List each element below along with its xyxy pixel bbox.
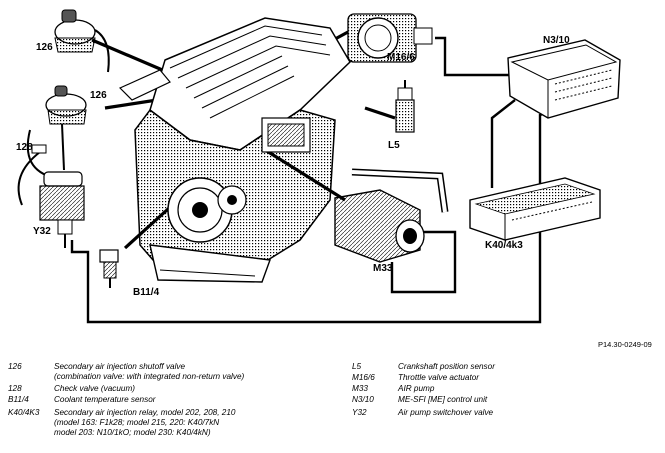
legend-desc: Throttle valve actuator xyxy=(398,373,480,382)
relay-module-k40-4k3 xyxy=(469,177,601,241)
legend-code: B11/4 xyxy=(8,395,29,404)
legend-desc: Secondary air injection relay, model 202… xyxy=(54,408,236,417)
callout-k40-4k3: K40/4k3 xyxy=(485,240,523,251)
legend-desc: ME-SFI [ME] control unit xyxy=(398,395,488,404)
legend-code: M16/6 xyxy=(352,373,375,382)
legend-code: K40/4K3 xyxy=(8,408,40,417)
engine-diagram: 126 126 128 Y32 B11/4 M16/6 N3/10 L5 K40… xyxy=(16,9,652,349)
throttle-actuator-m16-6 xyxy=(347,13,433,63)
engine-block xyxy=(118,17,351,283)
legend-code: 126 xyxy=(8,362,22,371)
callout-y32: Y32 xyxy=(33,226,51,237)
callout-l5: L5 xyxy=(388,140,400,151)
diagram-drawing xyxy=(17,9,621,324)
legend-desc: (combination valve: with integrated non-… xyxy=(54,372,245,381)
valve-126-middle xyxy=(26,85,87,179)
callout-n3-10: N3/10 xyxy=(543,35,570,46)
valve-126-top xyxy=(54,9,110,73)
crankshaft-sensor-l5 xyxy=(395,80,415,133)
legend-code: L5 xyxy=(352,362,362,371)
legend-desc: Check valve (vacuum) xyxy=(54,384,135,393)
figure-reference: P14.30-0249-09 xyxy=(598,340,652,349)
legend-desc: Secondary air injection shutoff valve xyxy=(54,362,186,371)
legend-desc: Coolant temperature sensor xyxy=(54,395,156,404)
legend-desc: model 203: N10/1kO; model 230: K40/4kN) xyxy=(54,428,211,437)
legend-desc: Air pump switchover valve xyxy=(398,408,494,417)
callout-126-middle: 126 xyxy=(90,90,107,101)
legend-desc: AIR pump xyxy=(398,384,435,393)
legend-code: Y32 xyxy=(352,408,367,417)
air-pump-m33 xyxy=(334,189,425,263)
legend: 126 Secondary air injection shutoff valv… xyxy=(0,362,665,453)
callout-b11-4: B11/4 xyxy=(133,287,160,298)
legend-desc: (model 163: F1k28; model 215, 220: K40/7… xyxy=(54,418,220,427)
legend-code: M33 xyxy=(352,384,368,393)
check-valve-128 xyxy=(17,144,47,206)
callout-m33: M33 xyxy=(373,263,393,274)
legend-code: N3/10 xyxy=(352,395,374,404)
legend-desc: Crankshaft position sensor xyxy=(398,362,495,371)
air-hose xyxy=(351,168,449,213)
control-unit-n3-10 xyxy=(507,39,621,119)
wiring-lines xyxy=(70,36,581,324)
callout-126-top: 126 xyxy=(36,42,53,53)
legend-code: 128 xyxy=(8,384,22,393)
coolant-sensor-b11-4 xyxy=(99,249,119,288)
callout-128: 128 xyxy=(16,142,33,153)
callout-m16-6: M16/6 xyxy=(387,52,415,63)
switchover-valve-y32 xyxy=(39,171,85,248)
